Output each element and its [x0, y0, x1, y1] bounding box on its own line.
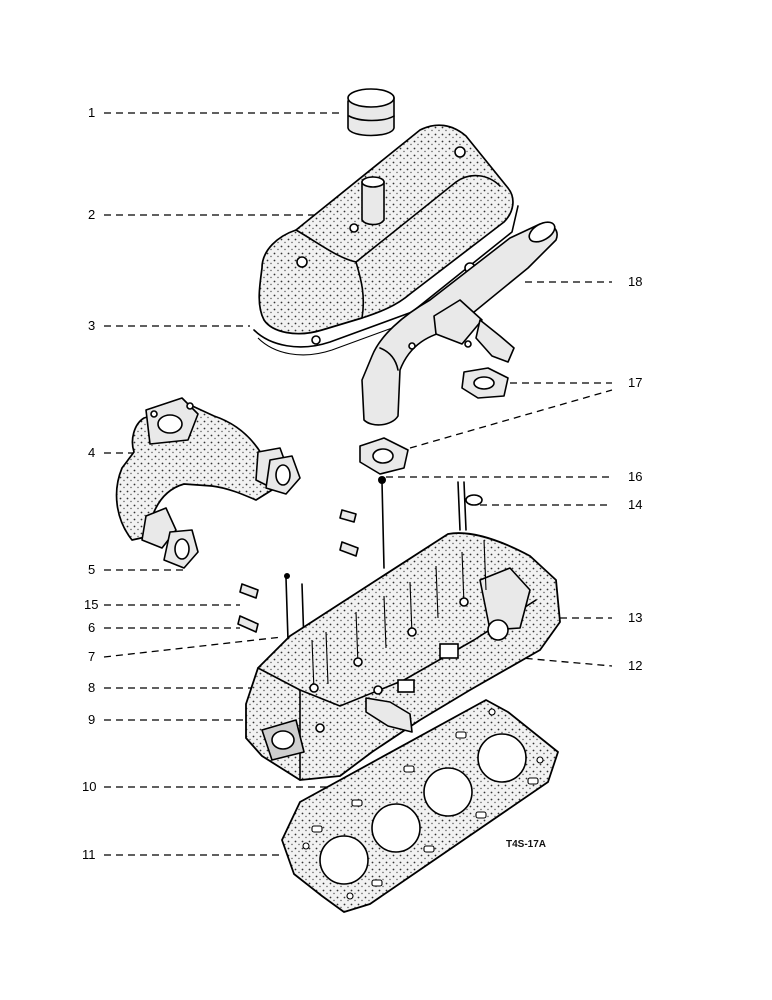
callout-2: 2 — [88, 207, 96, 222]
rocker-cover — [253, 124, 519, 356]
exhaust-manifold — [115, 397, 301, 569]
water-outlet-pipe — [361, 221, 558, 426]
cylinder-head — [245, 532, 561, 781]
callout-9: 9 — [88, 712, 96, 727]
outlet-gaskets — [359, 367, 509, 475]
callout-6: 6 — [88, 620, 96, 635]
diagram-reference-code: T4S-17A — [506, 839, 547, 850]
callout-13: 13 — [628, 610, 643, 625]
callout-1: 1 — [88, 105, 96, 120]
callout-5: 5 — [88, 562, 96, 577]
callout-14: 14 — [628, 497, 643, 512]
callout-8: 8 — [88, 680, 96, 695]
callout-3: 3 — [88, 318, 96, 333]
cylinder-head-gasket — [281, 699, 559, 913]
callout-7: 7 — [88, 649, 96, 664]
oil-filler-cap — [347, 88, 395, 137]
callout-16: 16 — [628, 469, 643, 484]
callout-15: 15 — [84, 597, 99, 612]
callout-10: 10 — [82, 779, 97, 794]
callout-18: 18 — [628, 274, 643, 289]
callout-11: 11 — [82, 847, 96, 862]
callout-4: 4 — [88, 445, 96, 460]
callout-17: 17 — [628, 375, 643, 390]
callout-12: 12 — [628, 658, 643, 673]
